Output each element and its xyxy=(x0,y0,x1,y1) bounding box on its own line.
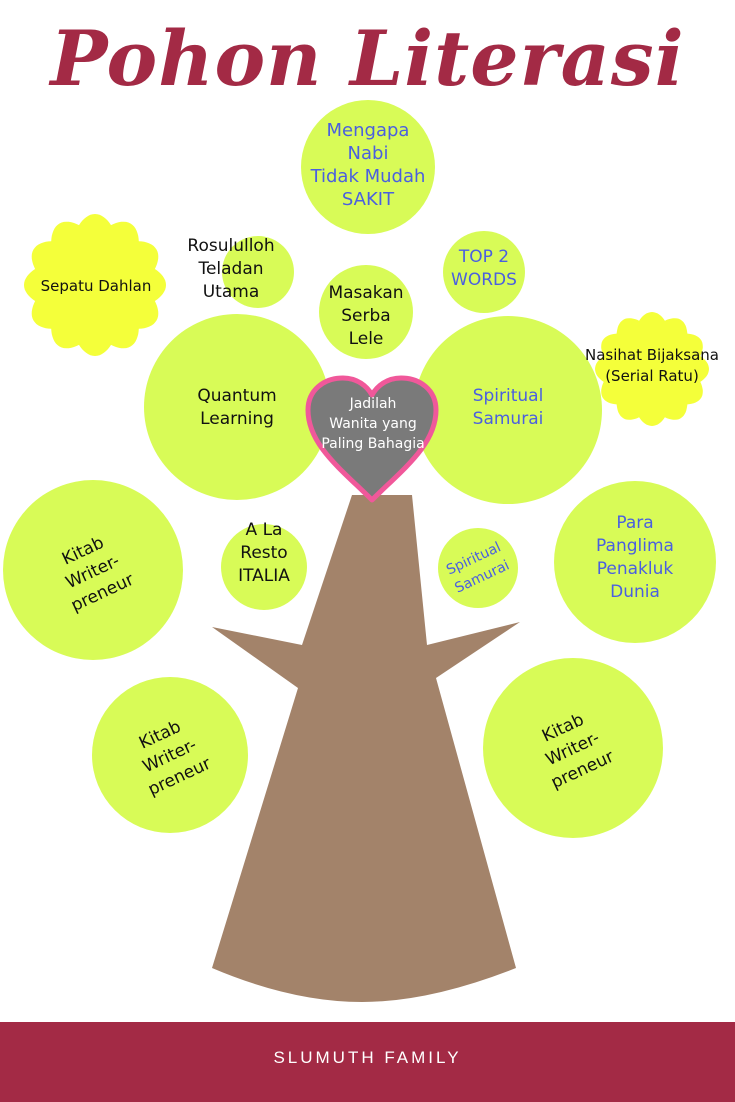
leaf-masakan xyxy=(319,265,413,359)
leaf-kitab-bottom-right xyxy=(483,658,663,838)
heart-shape xyxy=(305,375,439,503)
leaf-spiritual-big xyxy=(414,316,602,504)
label-sepatu-dahlan: Sepatu Dahlan xyxy=(40,277,152,295)
leaf-rosululloh xyxy=(222,236,294,308)
page-title: Pohon Literasi xyxy=(50,14,685,103)
leaf-para-panglima xyxy=(554,481,716,643)
tree-trunk xyxy=(212,495,520,1002)
leaf-alaresto xyxy=(221,524,307,610)
footer-label: SLUMUTH FAMILY xyxy=(273,1048,462,1067)
label-rosululloh: Rosululloh Teladan Utama xyxy=(187,236,275,302)
footer-band xyxy=(0,1022,735,1102)
label-nasihat: Nasihat Bijaksana (Serial Ratu) xyxy=(585,346,719,385)
leaf-spiritual-small xyxy=(438,528,518,608)
label-top2words: TOP 2 WORDS xyxy=(451,247,517,290)
leaf-top2words xyxy=(443,231,525,313)
leaf-kitab-left xyxy=(3,480,183,660)
label-spiritual-big: Spiritual Samurai xyxy=(472,386,544,429)
flower-nasihat xyxy=(595,312,709,426)
leaf-kitab-bottom-left xyxy=(92,677,248,833)
leaf-quantum xyxy=(144,314,330,500)
label-alaresto: A La Resto ITALIA xyxy=(238,520,290,586)
label-quantum: Quantum Learning xyxy=(197,386,277,429)
flower-sepatu-dahlan xyxy=(24,214,166,356)
label-masakan: Masakan Serba Lele xyxy=(328,283,404,349)
label-mengapa-nabi: Mengapa Nabi Tidak Mudah SAKIT xyxy=(310,120,426,210)
label-heart: Jadilah Wanita yang Paling Bahagia xyxy=(321,396,425,452)
label-para-panglima: Para Panglima Penakluk Dunia xyxy=(596,513,674,602)
leaf-mengapa-nabi xyxy=(301,100,435,234)
